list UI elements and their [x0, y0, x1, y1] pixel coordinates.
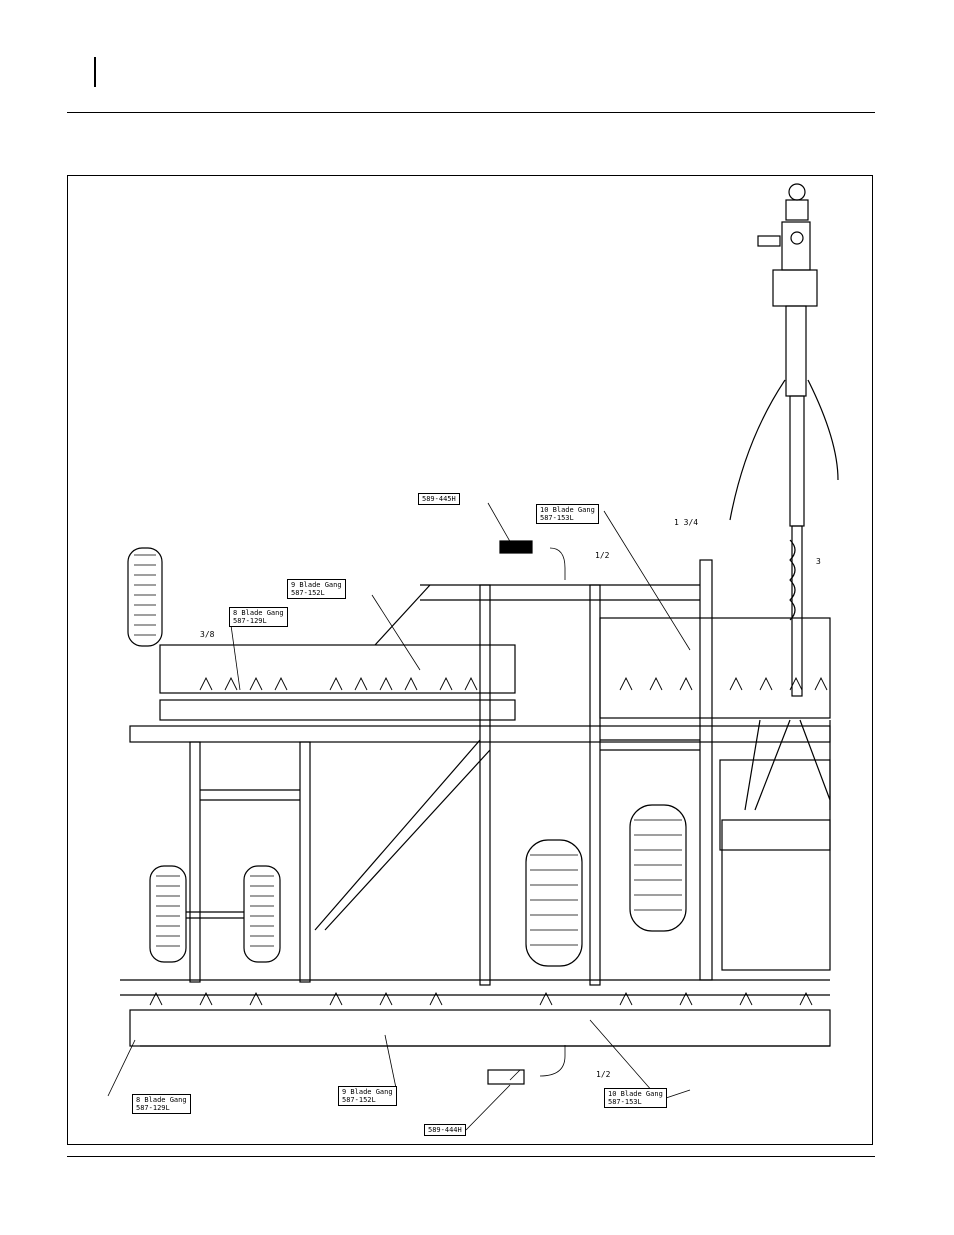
gang-part-number: 587-152L: [342, 1096, 393, 1104]
gang-name: 10 Blade Gang: [608, 1090, 663, 1098]
callout-589-445h: 589-445H: [418, 493, 460, 505]
hydraulic-block-bottom: [488, 1070, 524, 1084]
dimension-three: 3: [816, 557, 821, 566]
gang-name: 8 Blade Gang: [233, 609, 284, 617]
callout-10-blade-gang-bottom: 10 Blade Gang 587-153L: [604, 1088, 667, 1108]
dimension-one-three-quarter: 1 3/4: [674, 518, 698, 527]
gang-part-number: 587-153L: [608, 1098, 663, 1106]
dimension-three-eighths: 3/8: [200, 630, 214, 639]
callout-10-blade-gang-top: 10 Blade Gang 587-153L: [536, 504, 599, 524]
part-number-label: 589-444H: [428, 1126, 462, 1134]
gang-blades: [150, 678, 827, 1005]
gang-name: 9 Blade Gang: [342, 1088, 393, 1096]
gang-name: 10 Blade Gang: [540, 506, 595, 514]
dimension-half-bottom: 1/2: [596, 1070, 610, 1079]
part-number-label: 589-445H: [422, 495, 456, 503]
hitch-assembly: [730, 184, 838, 696]
gang-part-number: 587-129L: [233, 617, 284, 625]
hydraulic-block-top: [500, 541, 532, 553]
callout-9-blade-gang-top: 9 Blade Gang 587-152L: [287, 579, 346, 599]
dimension-half-top: 1/2: [595, 551, 609, 560]
gang-part-number: 587-129L: [136, 1104, 187, 1112]
gang-name: 9 Blade Gang: [291, 581, 342, 589]
callout-589-444h: 589-444H: [424, 1124, 466, 1136]
callout-8-blade-gang-top: 8 Blade Gang 587-129L: [229, 607, 288, 627]
callout-9-blade-gang-bottom: 9 Blade Gang 587-152L: [338, 1086, 397, 1106]
gang-part-number: 587-152L: [291, 589, 342, 597]
gang-part-number: 587-153L: [540, 514, 595, 522]
main-frame: [120, 560, 830, 1046]
gang-name: 8 Blade Gang: [136, 1096, 187, 1104]
leader-lines: [108, 503, 690, 1130]
callout-8-blade-gang-bottom: 8 Blade Gang 587-129L: [132, 1094, 191, 1114]
